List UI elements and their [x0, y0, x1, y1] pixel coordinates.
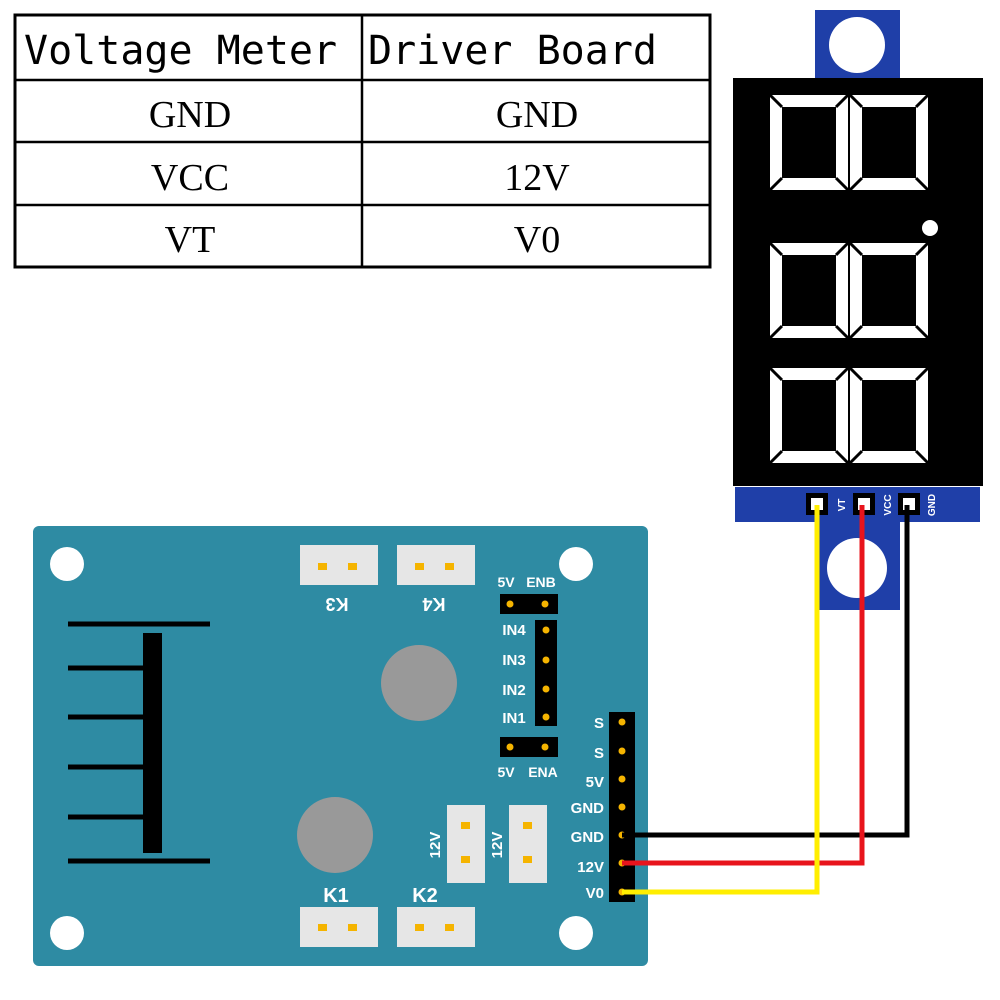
mount-hole	[829, 17, 885, 73]
segment-gap	[834, 449, 850, 465]
segment-gap	[914, 93, 930, 109]
segment-gap	[848, 93, 864, 109]
segment-gap	[914, 241, 930, 257]
connector-k4: K4	[397, 545, 475, 614]
segment-gap	[834, 176, 850, 192]
header-pin-label: 12V	[577, 859, 604, 876]
connector-label: K2	[412, 885, 438, 907]
header-pin-label: 5V	[586, 774, 604, 791]
seven-segment-digits	[768, 93, 930, 465]
meter-pin-label: GND	[927, 494, 938, 516]
wire-vt-v0	[622, 505, 820, 895]
table-cell: GND	[496, 94, 578, 136]
segment-gap	[914, 176, 930, 192]
segment-gap	[768, 324, 784, 340]
segment-gap	[768, 176, 784, 192]
segment-gap	[834, 366, 850, 382]
board-pcb	[33, 526, 648, 966]
segment-gap	[834, 324, 850, 340]
table-cell: 12V	[504, 157, 570, 199]
mount-hole	[559, 547, 593, 581]
connector-k3: K3	[300, 545, 378, 614]
input-label: IN4	[502, 622, 526, 639]
segment-gap	[914, 324, 930, 340]
header-pin-label: GND	[571, 800, 605, 817]
table-cell: V0	[514, 219, 560, 261]
input-label: IN1	[502, 710, 525, 727]
mount-hole	[50, 916, 84, 950]
connector-label: K1	[323, 885, 349, 907]
connector-k1	[300, 907, 378, 947]
jumper-enb	[500, 594, 558, 614]
meter-pin-label: VT	[837, 499, 848, 512]
segment-gap	[914, 449, 930, 465]
mount-hole	[827, 538, 887, 598]
power-label: 12V	[427, 832, 444, 859]
driver-board: K3 K4 K1 K2 12V	[33, 526, 648, 966]
segment-gap	[848, 324, 864, 340]
jumper-label: ENA	[528, 764, 558, 780]
meter-pin-label: VCC	[883, 494, 894, 515]
table-header-meter: Voltage Meter	[24, 28, 337, 74]
connector-label: K4	[422, 594, 445, 614]
input-label: IN3	[502, 652, 525, 669]
table-cell: VCC	[151, 157, 229, 199]
segment-digit-core	[862, 380, 916, 451]
header-pin-label: S	[594, 715, 604, 732]
wire-gnd	[622, 505, 910, 838]
segment-gap	[768, 366, 784, 382]
segment-gap	[848, 241, 864, 257]
connector-label: K3	[325, 594, 348, 614]
wires	[622, 505, 910, 895]
segment-gap	[848, 449, 864, 465]
segment-gap	[834, 93, 850, 109]
jumper-ena	[500, 737, 558, 757]
segment-digit-core	[782, 255, 836, 326]
power-connector: 12V	[427, 805, 485, 883]
segment-gap	[768, 449, 784, 465]
power-label: 12V	[489, 832, 506, 859]
header-pin-label: V0	[586, 885, 604, 902]
header-pin-label: S	[594, 745, 604, 762]
segment-gap	[914, 366, 930, 382]
jumper-label: 5V	[497, 574, 515, 590]
header-pin-label: GND	[571, 829, 605, 846]
wire-vcc-12v	[622, 505, 865, 866]
table-header-driver: Driver Board	[368, 28, 657, 74]
table-cell: GND	[149, 94, 231, 136]
capacitor	[297, 797, 373, 873]
pinout-table: Voltage Meter Driver Board GND GND VCC 1…	[13, 13, 712, 269]
input-header	[535, 620, 557, 726]
jumper-label: ENB	[526, 574, 556, 590]
table-cell: VT	[165, 219, 216, 261]
mount-hole	[559, 916, 593, 950]
jumper-label: 5V	[497, 764, 515, 780]
capacitor	[381, 645, 457, 721]
segment-digit-core	[782, 107, 836, 178]
segment-gap	[768, 93, 784, 109]
decimal-point	[922, 220, 938, 236]
segment-gap	[848, 366, 864, 382]
segment-digit-core	[862, 107, 916, 178]
segment-gap	[834, 241, 850, 257]
segment-digit-core	[862, 255, 916, 326]
heatsink	[68, 621, 210, 864]
segment-gap	[848, 176, 864, 192]
segment-gap	[768, 241, 784, 257]
voltage-meter: VT VCC GND	[733, 10, 983, 610]
connector-k2	[397, 907, 475, 947]
input-label: IN2	[502, 682, 525, 699]
segment-digit-core	[782, 380, 836, 451]
mount-hole	[50, 547, 84, 581]
power-connector: 12V	[489, 805, 547, 883]
